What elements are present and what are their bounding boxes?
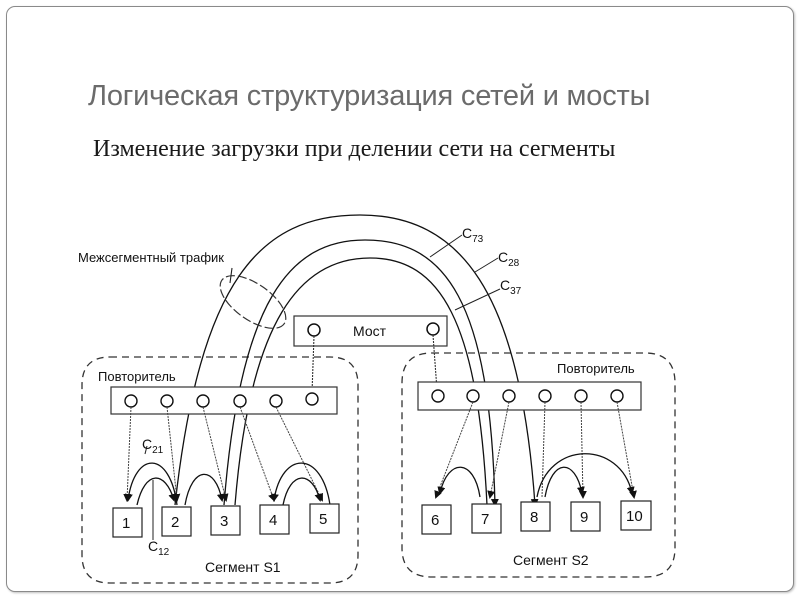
repeater-s2-port-1 [431, 389, 445, 403]
node-10: 10 [620, 500, 652, 531]
node-5: 5 [309, 503, 340, 534]
repeater-s1 [110, 386, 338, 415]
flow-label-c28: C28 [498, 249, 520, 269]
segment-s2: Повторитель 6 7 8 9 [417, 361, 652, 568]
slide-frame [6, 6, 794, 592]
svg-text:8: 8 [530, 509, 538, 526]
repeater-s1-port-5 [269, 394, 283, 408]
svg-text:4: 4 [269, 512, 277, 529]
intersegment-ellipse [219, 275, 287, 329]
flow-c21-arc [124, 462, 178, 506]
link-s1-1 [123, 406, 132, 502]
bridge-link-s2 [432, 334, 438, 391]
bridge-port-1 [307, 323, 321, 337]
bridge-label: Мост [353, 323, 387, 339]
segment-s1: Повторитель C21 C12 1 2 [98, 369, 340, 575]
flow-2-3-arc [184, 473, 225, 506]
flow-8-10-arc [536, 453, 635, 498]
flow-7-6-arc [437, 466, 481, 498]
svg-text:5: 5 [319, 511, 327, 528]
link-s1-5 [275, 406, 323, 502]
bridge-link-s1 [311, 335, 315, 394]
repeater-s2-port-5 [574, 389, 588, 403]
link-s1-3 [202, 406, 229, 502]
flow-c73-arc [174, 214, 539, 507]
link-s2-9 [578, 401, 587, 499]
repeater-s2-port-4 [538, 389, 552, 403]
link-s1-4 [239, 406, 276, 502]
svg-text:2: 2 [171, 514, 179, 531]
slide-subtitle: Изменение загрузки при делении сети на с… [93, 136, 616, 162]
segment-s2-label: Сегмент S2 [513, 552, 589, 568]
c73-leader [429, 234, 463, 258]
repeater-s2-port-3 [502, 389, 516, 403]
link-s2-7 [487, 401, 510, 499]
repeater-label-s2: Повторитель [557, 361, 635, 376]
repeater-s2 [417, 381, 642, 411]
link-s1-2 [166, 406, 181, 502]
flow-label-c73: C73 [462, 225, 484, 245]
node-1: 1 [112, 507, 143, 538]
node-9: 9 [570, 501, 601, 532]
svg-text:9: 9 [580, 509, 588, 526]
svg-text:6: 6 [431, 512, 439, 529]
bridge: Мост [293, 315, 448, 394]
svg-text:7: 7 [481, 511, 489, 528]
repeater-s1-port-1 [124, 394, 138, 408]
link-s2-10 [616, 401, 637, 499]
intersegment-leader [229, 267, 233, 284]
c21-leader [144, 445, 148, 455]
node-8: 8 [520, 501, 551, 532]
flow-label-c37: C37 [500, 277, 522, 297]
flow-c28-arc [223, 239, 499, 507]
flow-label-c12: C12 [148, 538, 170, 558]
flow-label-c21: C21 [142, 436, 164, 456]
repeater-s1-port-4 [233, 394, 247, 408]
flow-4-5-arc [282, 477, 323, 506]
c37-leader [454, 288, 501, 311]
flow-8-9-arc [544, 466, 585, 498]
intersegment-label: Межсегментный трафик [78, 250, 224, 265]
link-s2-6 [434, 401, 474, 499]
link-s2-8 [541, 401, 546, 498]
repeater-s1-port-3 [196, 394, 210, 408]
repeater-s1-port-2 [160, 394, 174, 408]
svg-text:3: 3 [220, 513, 228, 530]
flow-c37-arc [234, 257, 488, 506]
flow-5-4-arc [271, 462, 331, 506]
repeater-s1-port-6 [305, 392, 319, 406]
segment-s2-boundary [401, 352, 676, 578]
repeater-s2-port-6 [610, 389, 624, 403]
slide-title: Логическая структуризация сетей и мосты [88, 80, 651, 112]
c28-leader [474, 257, 499, 273]
node-4: 4 [259, 504, 290, 535]
repeater-label-s1: Повторитель [98, 369, 176, 384]
node-6: 6 [421, 504, 452, 535]
segment-s1-label: Сегмент S1 [205, 559, 281, 575]
node-2: 2 [161, 506, 192, 537]
repeater-s2-port-2 [466, 389, 480, 403]
svg-text:1: 1 [122, 515, 130, 532]
svg-text:10: 10 [626, 508, 643, 525]
segment-s1-boundary [81, 356, 359, 584]
node-7: 7 [471, 503, 502, 534]
flow-c12-arc [136, 477, 177, 506]
node-3: 3 [210, 505, 241, 536]
bridge-port-2 [426, 322, 440, 336]
